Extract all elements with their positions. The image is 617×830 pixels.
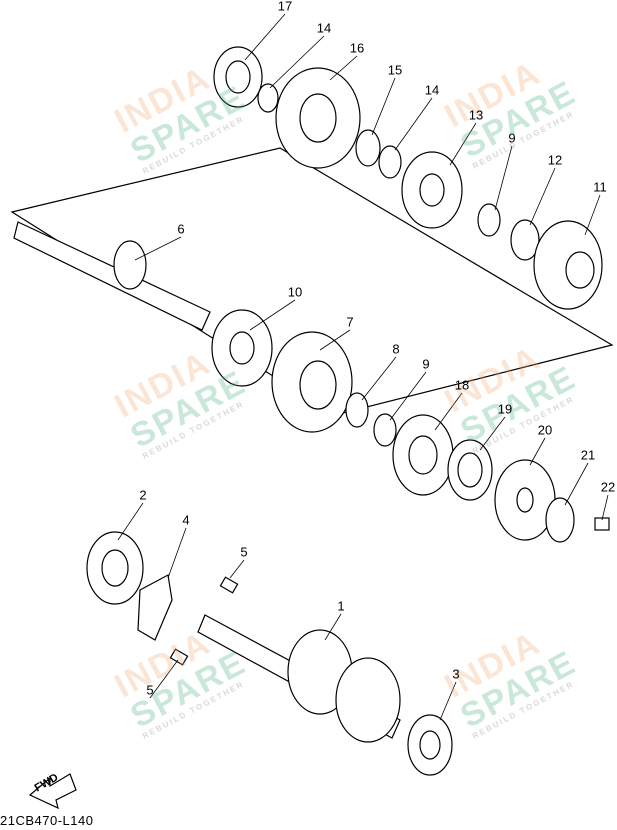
part-callout-12: 12 bbox=[547, 152, 563, 168]
leader-line bbox=[439, 681, 457, 721]
leader-line bbox=[584, 194, 601, 236]
leader-line bbox=[134, 236, 182, 261]
leader-line bbox=[117, 502, 144, 541]
leader-line bbox=[361, 356, 397, 401]
part-callout-1: 1 bbox=[337, 598, 345, 614]
main-axle bbox=[13, 221, 211, 331]
leader-line bbox=[449, 122, 477, 166]
part-callout-3: 3 bbox=[452, 666, 460, 682]
part-callout-14: 14 bbox=[424, 82, 440, 98]
leader-line bbox=[149, 659, 179, 699]
part-callout-11: 11 bbox=[593, 179, 607, 195]
part-callout-4: 4 bbox=[182, 512, 190, 528]
leader-line bbox=[371, 77, 396, 136]
part-callout-16: 16 bbox=[349, 40, 365, 56]
part-callout-21: 21 bbox=[580, 447, 596, 463]
part-callout-13: 13 bbox=[468, 107, 484, 123]
leader-line bbox=[494, 145, 513, 211]
part-callout-18: 18 bbox=[454, 377, 470, 393]
leader-line bbox=[394, 97, 433, 151]
leader-line bbox=[319, 329, 351, 351]
leader-line bbox=[324, 613, 342, 641]
leader-line bbox=[601, 494, 609, 521]
leader-line bbox=[434, 392, 463, 431]
part-callout-15: 15 bbox=[387, 62, 403, 78]
part-callout-7: 7 bbox=[346, 314, 354, 330]
leader-line bbox=[564, 462, 589, 506]
part-callout-2: 2 bbox=[139, 487, 147, 503]
part-callout-5: 5 bbox=[146, 682, 154, 698]
part-callout-22: 22 bbox=[600, 479, 616, 495]
part-callout-10: 10 bbox=[287, 284, 303, 300]
leader-line bbox=[167, 527, 187, 579]
part-callout-17: 17 bbox=[277, 0, 293, 14]
leader-line bbox=[229, 559, 245, 579]
part-callout-5: 5 bbox=[240, 544, 248, 560]
leader-line bbox=[249, 299, 296, 331]
part-callout-6: 6 bbox=[177, 221, 185, 237]
leader-line bbox=[529, 437, 546, 466]
fwd-arrow bbox=[28, 773, 77, 810]
diagram-code: 21CB470-L140 bbox=[0, 813, 94, 828]
leader-line bbox=[479, 416, 506, 451]
leader-line bbox=[244, 13, 286, 61]
part-callout-14: 14 bbox=[316, 20, 332, 36]
leader-line bbox=[329, 55, 358, 81]
part-callout-19: 19 bbox=[497, 401, 513, 417]
leader-line bbox=[389, 371, 427, 421]
leader-line bbox=[269, 35, 325, 89]
part-callout-8: 8 bbox=[392, 341, 400, 357]
part-callout-20: 20 bbox=[537, 422, 553, 438]
part-callout-9: 9 bbox=[422, 356, 430, 372]
part-callout-9: 9 bbox=[508, 130, 516, 146]
leader-line bbox=[529, 167, 556, 226]
